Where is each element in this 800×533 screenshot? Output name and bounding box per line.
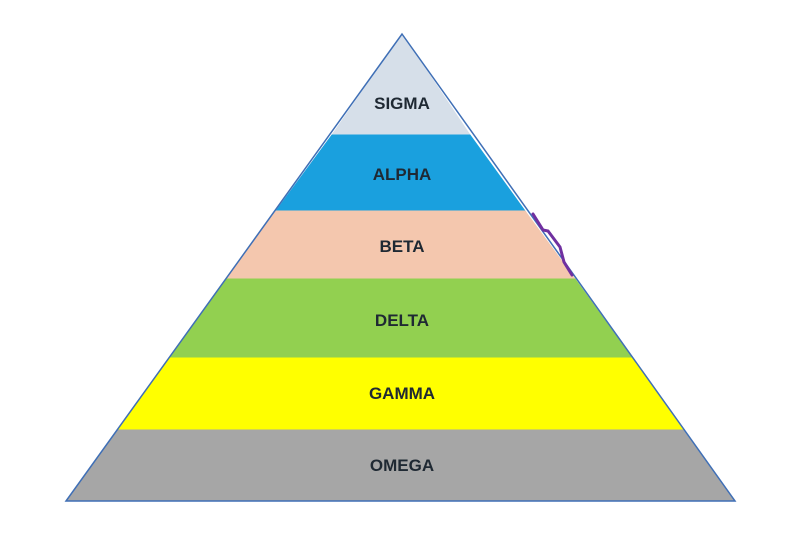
tier-beta: BETA [225,210,576,280]
tier-sigma-label: SIGMA [374,94,430,113]
accent-mark [531,212,574,277]
tier-omega-label: OMEGA [370,456,434,475]
tier-omega: OMEGA [65,429,736,502]
tier-delta: DELTA [168,278,633,359]
tier-gamma-label: GAMMA [369,384,435,403]
tier-sigma: SIGMA [331,33,471,136]
tier-alpha: ALPHA [275,134,526,212]
tier-beta-label: BETA [379,237,424,256]
tier-delta-label: DELTA [375,311,429,330]
tier-alpha-label: ALPHA [373,165,432,184]
tier-gamma: GAMMA [117,357,684,431]
tier-sigma-shape [331,33,471,136]
